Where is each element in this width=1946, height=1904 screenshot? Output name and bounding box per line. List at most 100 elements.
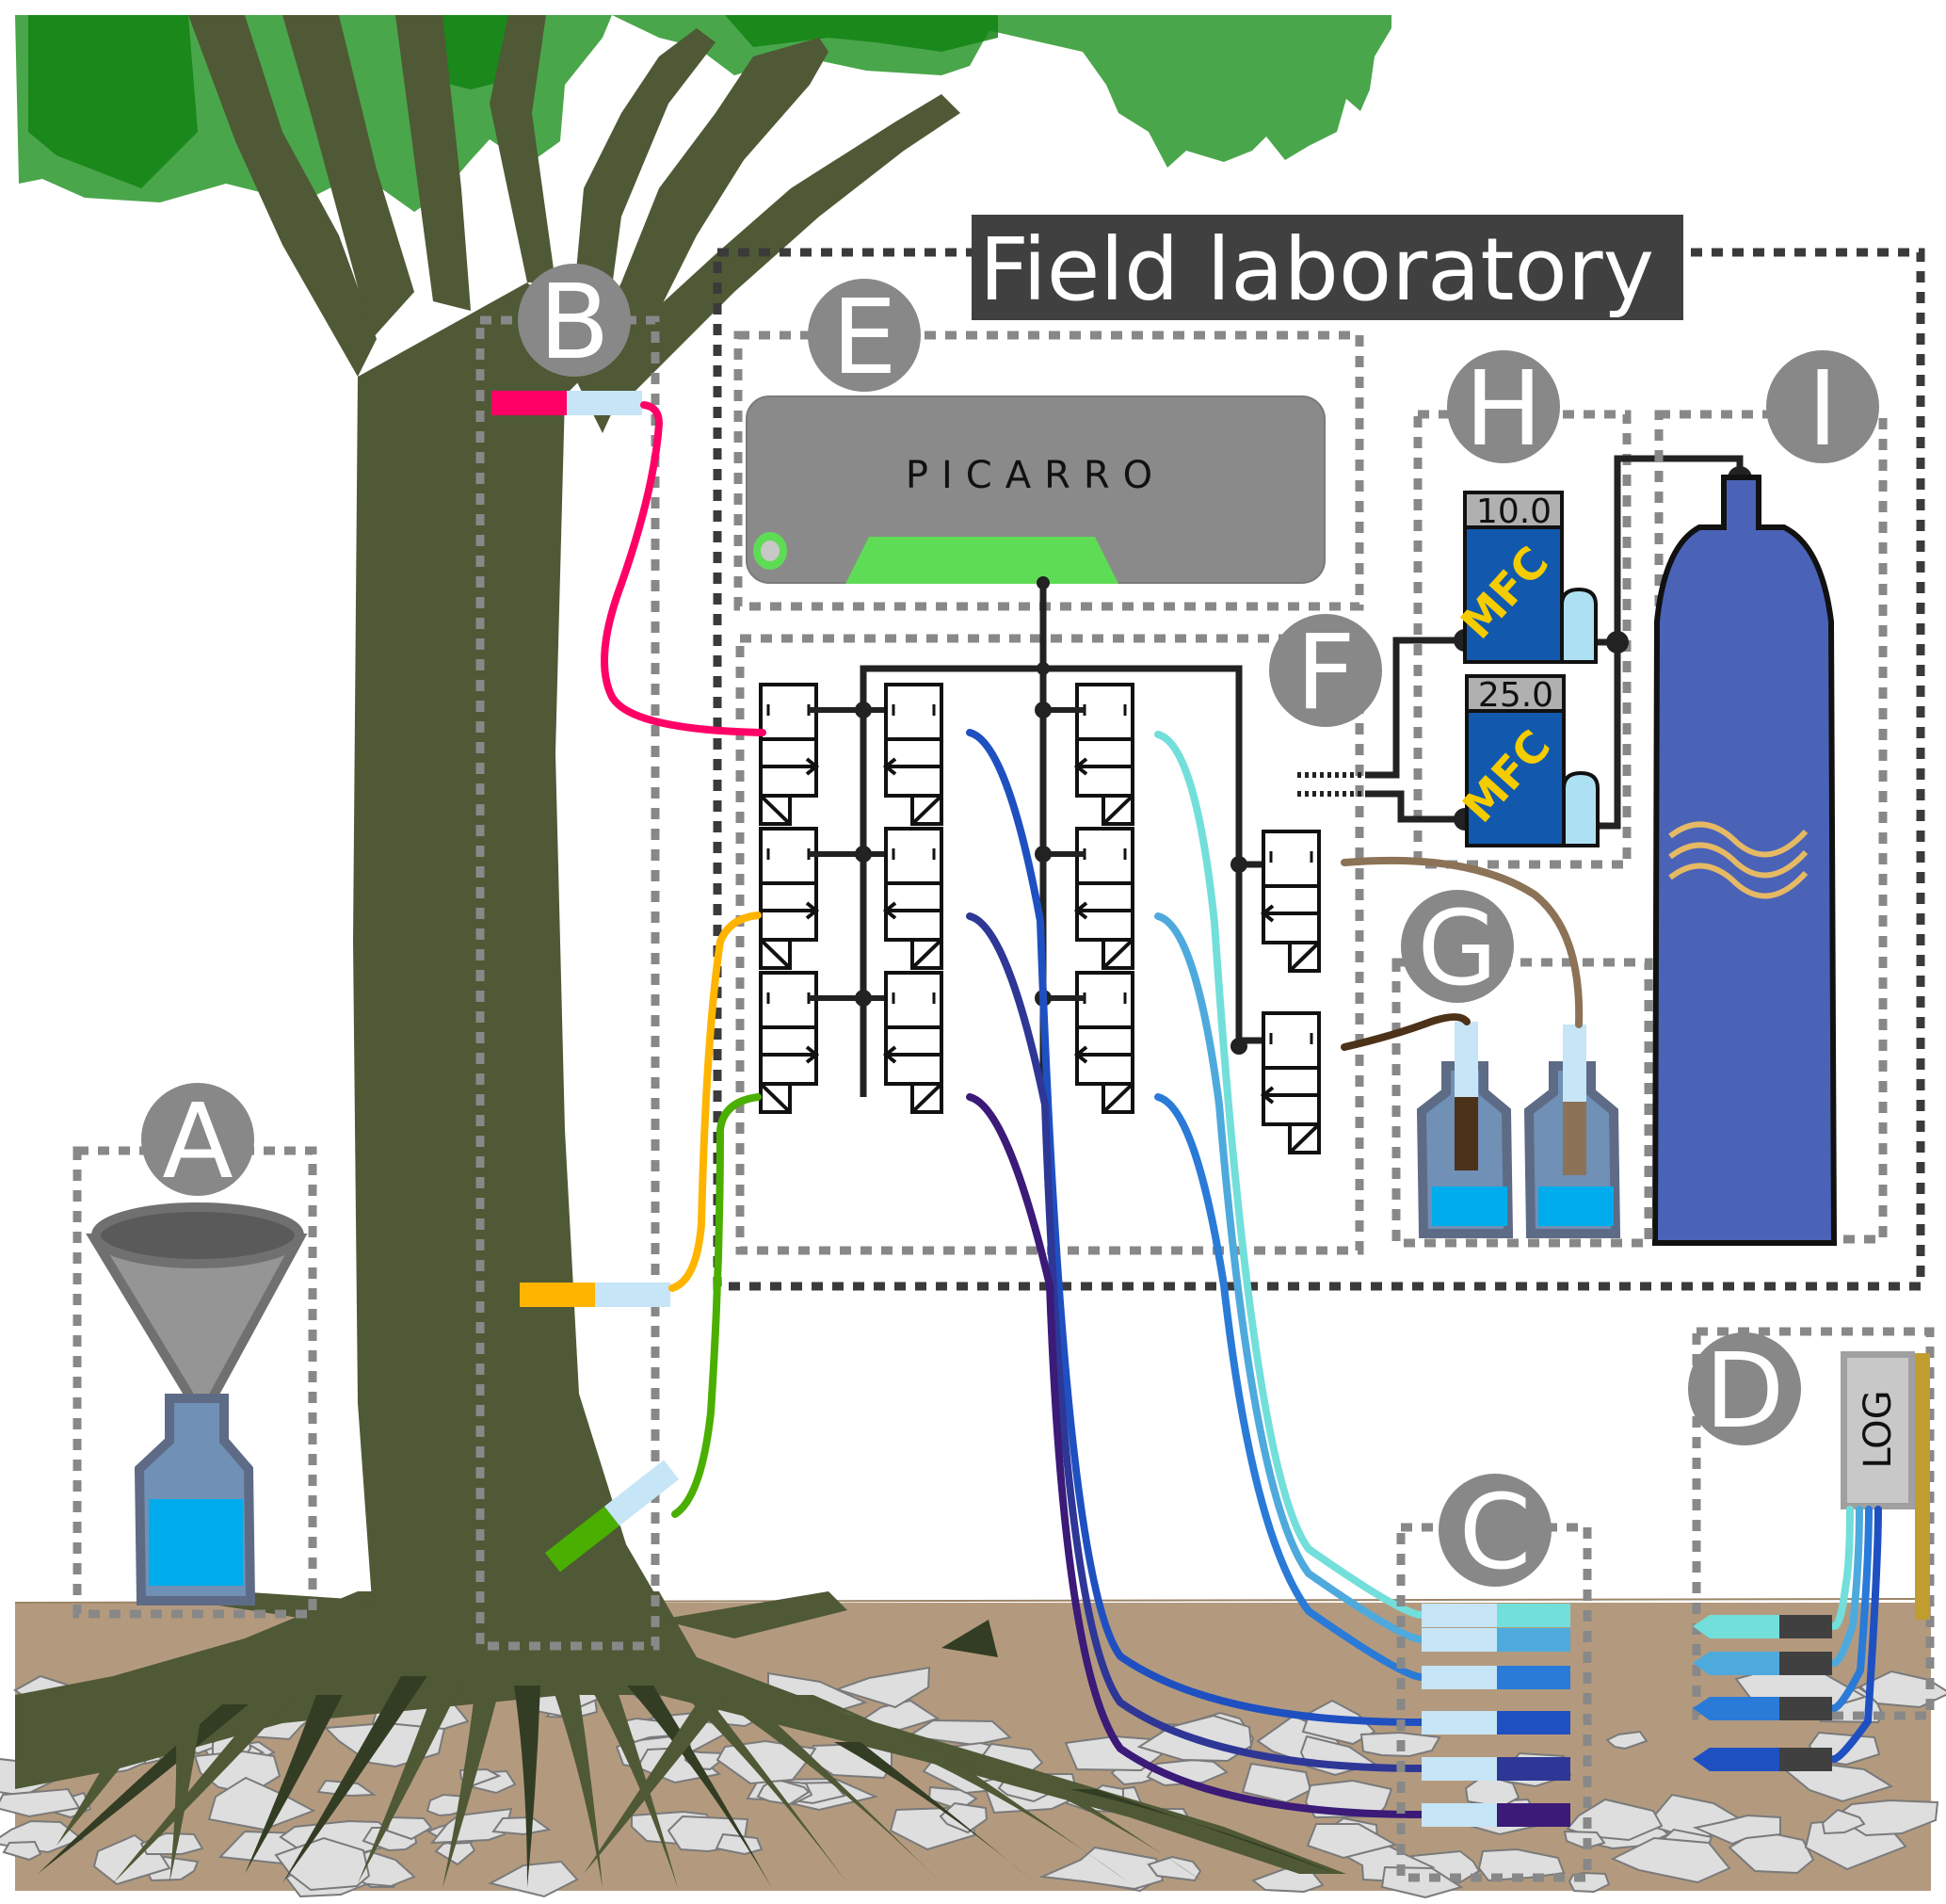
stone <box>1605 1730 1648 1751</box>
soil-probe-icon <box>1422 1757 1570 1781</box>
probe-tip <box>1497 1604 1570 1627</box>
mfc-icon: 25.0 MFC <box>1453 674 1600 847</box>
probe-cap <box>1422 1628 1497 1652</box>
valves <box>759 683 1321 1154</box>
solenoid-diagonal <box>759 938 792 970</box>
xylem-tube-bottom <box>671 1093 762 1518</box>
soil-tube <box>966 912 1425 1772</box>
pipe-junction <box>855 702 872 718</box>
mfc-group: 10.0 MFC 25.0 MFC H <box>1365 348 1752 869</box>
pipe-junction <box>1035 846 1052 863</box>
xylem-probe-top <box>491 391 642 415</box>
logger-label: LOG <box>1857 1390 1900 1468</box>
label-a-text: A <box>162 1081 233 1202</box>
xylem-probe-bottom <box>544 1460 680 1573</box>
stone <box>939 1801 989 1834</box>
soil-tube <box>966 729 1425 1726</box>
logger-cable <box>1830 1506 1854 1630</box>
root <box>442 1676 503 1888</box>
valve-icon <box>882 827 943 970</box>
probe-cap <box>1422 1711 1497 1735</box>
arrow-left-icon <box>882 901 897 920</box>
stone <box>429 1807 513 1845</box>
root <box>941 1620 998 1657</box>
stone <box>1306 1823 1398 1860</box>
logger-cable <box>1830 1506 1882 1763</box>
standards-group: G <box>1341 856 1653 1248</box>
xylem-tube-middle <box>668 912 762 1292</box>
probe-cap <box>1422 1604 1497 1627</box>
valve-icon <box>1035 827 1134 970</box>
valve-solenoid <box>759 1082 792 1114</box>
solenoid-diagonal <box>759 794 792 826</box>
solenoid-diagonal <box>1288 941 1321 973</box>
vent-lines <box>1297 772 1365 797</box>
canopy-dark-patch <box>725 15 998 52</box>
arrow-left-icon <box>1073 1045 1088 1064</box>
label-g: G <box>1401 888 1514 1008</box>
solenoid-diagonal <box>759 1082 792 1114</box>
sensor-body <box>1779 1652 1832 1675</box>
valve-icon <box>759 827 893 970</box>
valve-icon <box>882 683 943 826</box>
soil-tube <box>1154 731 1425 1619</box>
branch <box>490 15 555 282</box>
valve-icon <box>759 683 893 826</box>
label-a: A <box>141 1081 254 1202</box>
valve-icon <box>1035 683 1134 826</box>
label-e: E <box>808 277 921 397</box>
label-i: I <box>1766 348 1879 469</box>
bottle-icon <box>134 1394 256 1605</box>
cylinder-wave <box>1668 863 1809 899</box>
branch <box>282 15 414 339</box>
arrow-right-icon <box>805 1045 820 1064</box>
title-background <box>972 215 1683 320</box>
stone <box>488 1860 579 1898</box>
arrow-right-icon <box>805 901 820 920</box>
label-f-text: F <box>1295 612 1355 733</box>
soil-probe-icon <box>1422 1803 1570 1827</box>
pipe-junction <box>1035 702 1052 718</box>
cylinder-wave <box>1668 821 1809 858</box>
stone <box>1728 1829 1815 1875</box>
root <box>358 1676 465 1883</box>
stone <box>2 1840 42 1862</box>
arrow-right-icon <box>805 757 820 776</box>
soil-probe-icon <box>1422 1666 1570 1689</box>
soil-sensor-icon <box>1693 1615 1832 1638</box>
logger-mount-strip <box>1915 1353 1930 1620</box>
soil-probes <box>1422 1604 1570 1827</box>
gas-cylinder-icon <box>1651 475 1838 1246</box>
stone <box>1692 1814 1781 1846</box>
soil-sensor-icon <box>1693 1652 1832 1675</box>
sensor-body <box>1779 1697 1832 1720</box>
arrow-left-icon <box>1073 901 1088 920</box>
stone <box>0 1787 81 1818</box>
label-b-text: B <box>539 262 609 382</box>
cylinder-wave <box>1668 842 1809 879</box>
valve-icon <box>1230 830 1321 973</box>
stone <box>1147 1855 1202 1882</box>
xylem-probes-group: B <box>475 262 680 1651</box>
box-a-outline <box>72 1146 317 1619</box>
logger-cable <box>1830 1506 1873 1712</box>
xylem-probe-middle <box>520 1283 670 1307</box>
label-f: F <box>1269 612 1382 733</box>
stone <box>833 1666 931 1709</box>
valve-icon <box>759 971 893 1114</box>
sample-tubes <box>601 401 1425 1818</box>
soil-tube <box>966 1093 1425 1818</box>
label-d-text: D <box>1705 1331 1785 1451</box>
soil-probe-icon <box>1422 1711 1570 1735</box>
logger-cable <box>1830 1506 1863 1667</box>
solenoid-diagonal <box>1288 1122 1321 1154</box>
valve-icon <box>1035 971 1134 1114</box>
xylem-tube-top <box>601 401 766 736</box>
label-c: C <box>1439 1472 1552 1592</box>
sensor-tip <box>1693 1748 1779 1771</box>
probe-tip <box>1497 1803 1570 1827</box>
label-i-text: I <box>1808 348 1838 469</box>
stone <box>1610 1836 1731 1884</box>
valve-icon <box>882 971 943 1114</box>
